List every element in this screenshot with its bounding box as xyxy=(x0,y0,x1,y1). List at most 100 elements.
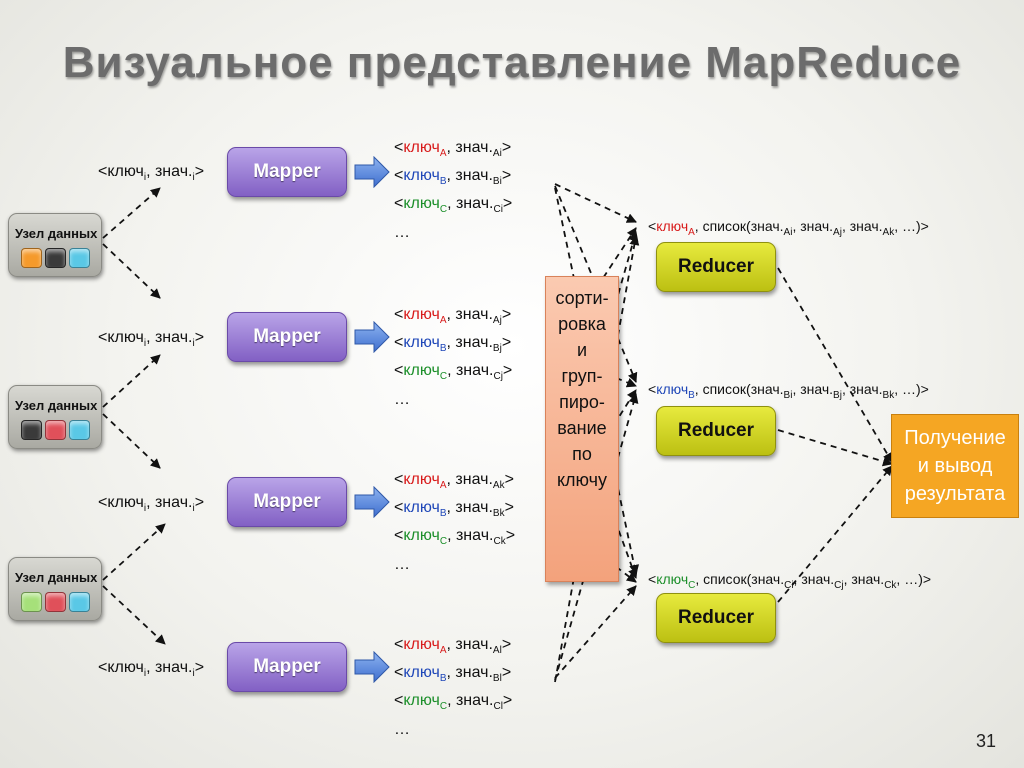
pair-value-sub: Al xyxy=(492,645,502,657)
list-value-sub: Ck xyxy=(884,579,897,591)
pair-close: > xyxy=(501,306,512,323)
kv-pair: <ключB, знач.Bl> xyxy=(394,662,512,690)
list-sep: , знач. xyxy=(843,571,885,587)
list-value-sub: Aj xyxy=(833,226,842,238)
data-chip xyxy=(45,592,66,612)
pair-close: > xyxy=(501,664,512,682)
pair-open: < xyxy=(394,471,404,488)
pair-sep: , знач. xyxy=(446,471,493,488)
pair-open: < xyxy=(394,139,404,156)
list-sep: , знач. xyxy=(792,381,834,397)
data-node-label: Узел данных xyxy=(15,226,98,241)
kv-pair: <ключC, знач.Ci> xyxy=(394,193,512,221)
pair-open: < xyxy=(394,499,404,517)
list-key-sub: B xyxy=(688,389,695,401)
pair-sep: , знач. xyxy=(447,362,494,380)
data-chip xyxy=(45,420,66,440)
pair-key: ключ xyxy=(403,527,440,545)
pair-value-sub: Ai xyxy=(492,148,502,160)
pair-value-sub: Ck xyxy=(493,536,506,548)
pair-open: < xyxy=(394,636,404,653)
list-sep: , знач. xyxy=(792,218,834,234)
link-node1-mapper1 xyxy=(102,187,161,239)
pair-sep: , знач. xyxy=(446,636,493,653)
pair-sep: , знач. xyxy=(446,334,493,352)
pair-close: > xyxy=(501,636,512,653)
kv-pair: <ключC, знач.Cl> xyxy=(394,690,512,718)
link-m1-A xyxy=(554,183,637,223)
pair-open: < xyxy=(394,527,404,545)
list-key-sub: C xyxy=(688,579,696,591)
link-r2-result xyxy=(777,429,893,467)
pair-key-sub: C xyxy=(439,536,448,548)
reducer-box-3: Reducer xyxy=(656,593,776,643)
kv-pair: <ключC, знач.Cj> xyxy=(394,360,512,388)
pair-key-sub: B xyxy=(439,176,447,188)
pair-sep: , знач. xyxy=(446,306,493,323)
pair-key: ключ xyxy=(403,167,440,185)
mapper-box-2: Mapper xyxy=(227,312,347,362)
pair-open: < xyxy=(394,334,404,352)
sort-group-box: сорти- ровка и груп- пиро- вание по ключ… xyxy=(545,276,619,582)
pair-close: > xyxy=(502,362,513,380)
pair-value-sub: Bj xyxy=(492,343,502,355)
link-m4-A xyxy=(554,235,640,683)
data-chip xyxy=(21,420,42,440)
mapper-input-label-4: <ключi, знач.i> xyxy=(98,659,205,680)
pair-key: ключ xyxy=(403,334,440,352)
reducer-input-list-2: <ключB, список(знач.Bi, знач.Bj, знач.Bk… xyxy=(648,381,929,401)
pair-open: < xyxy=(394,664,404,682)
pair-key-sub: C xyxy=(439,371,448,383)
pair-sep: , знач. xyxy=(446,499,493,517)
list-value-sub: Ak xyxy=(882,226,895,238)
pair-ellipsis: … xyxy=(394,555,410,573)
mapper-input-label-1: <ключi, знач.i> xyxy=(98,163,205,184)
kv-pair: <ключB, знач.Bj> xyxy=(394,332,512,360)
list-value-sub: Bj xyxy=(833,389,842,401)
list-open: < xyxy=(648,218,657,234)
mapper-box-1: Mapper xyxy=(227,147,347,197)
pair-sep: , знач. xyxy=(447,527,494,545)
pair-open: < xyxy=(394,362,404,380)
pair-value-sub: Cl xyxy=(493,701,503,713)
blue-arrow-icon xyxy=(354,651,390,683)
list-key: ключ xyxy=(656,571,689,587)
list-key-sub: A xyxy=(688,226,695,238)
blue-arrow-icon xyxy=(354,321,390,353)
pair-key-sub: C xyxy=(439,701,448,713)
pair-sep: , знач. xyxy=(447,195,494,213)
pair-open: < xyxy=(394,167,404,185)
kv-pair: <ключB, знач.Bk> xyxy=(394,497,515,525)
kv-pair: <ключC, знач.Ck> xyxy=(394,525,515,553)
pair-value-sub: Bi xyxy=(492,176,502,188)
pair-ellipsis: … xyxy=(394,720,410,738)
pair-key: ключ xyxy=(403,692,440,710)
link-node3-mapper4 xyxy=(102,585,166,645)
pair-close: > xyxy=(501,139,512,156)
pair-key-sub: C xyxy=(439,204,448,216)
pair-open: < xyxy=(394,195,404,213)
pair-sep: , знач. xyxy=(447,692,494,710)
pair-sep: , знач. xyxy=(446,664,493,682)
pair-close: > xyxy=(501,167,512,185)
list-prefix: , список(знач. xyxy=(694,381,784,397)
pair-key-sub: B xyxy=(439,343,447,355)
kv-pair: <ключB, знач.Bi> xyxy=(394,165,512,193)
list-open: < xyxy=(648,571,657,587)
list-value-sub: Ci xyxy=(784,579,794,591)
pair-key-sub: A xyxy=(439,480,447,492)
list-suffix: , …)> xyxy=(894,218,929,234)
list-value-sub: Cj xyxy=(834,579,844,591)
pair-close: > xyxy=(501,334,512,352)
data-node-3: Узел данных xyxy=(8,557,102,621)
pair-close: > xyxy=(505,527,516,545)
pair-sep: , знач. xyxy=(446,139,493,156)
reducer-box-1: Reducer xyxy=(656,242,776,292)
data-chip xyxy=(21,592,42,612)
data-chip xyxy=(69,420,90,440)
link-m4-C xyxy=(554,585,637,679)
pair-key: ключ xyxy=(403,664,440,682)
mapper-output-list-1: <ключA, знач.Ai><ключB, знач.Bi><ключC, … xyxy=(394,137,512,244)
list-key: ключ xyxy=(656,381,689,397)
kv-pair: <ключA, знач.Aj> xyxy=(394,304,512,332)
